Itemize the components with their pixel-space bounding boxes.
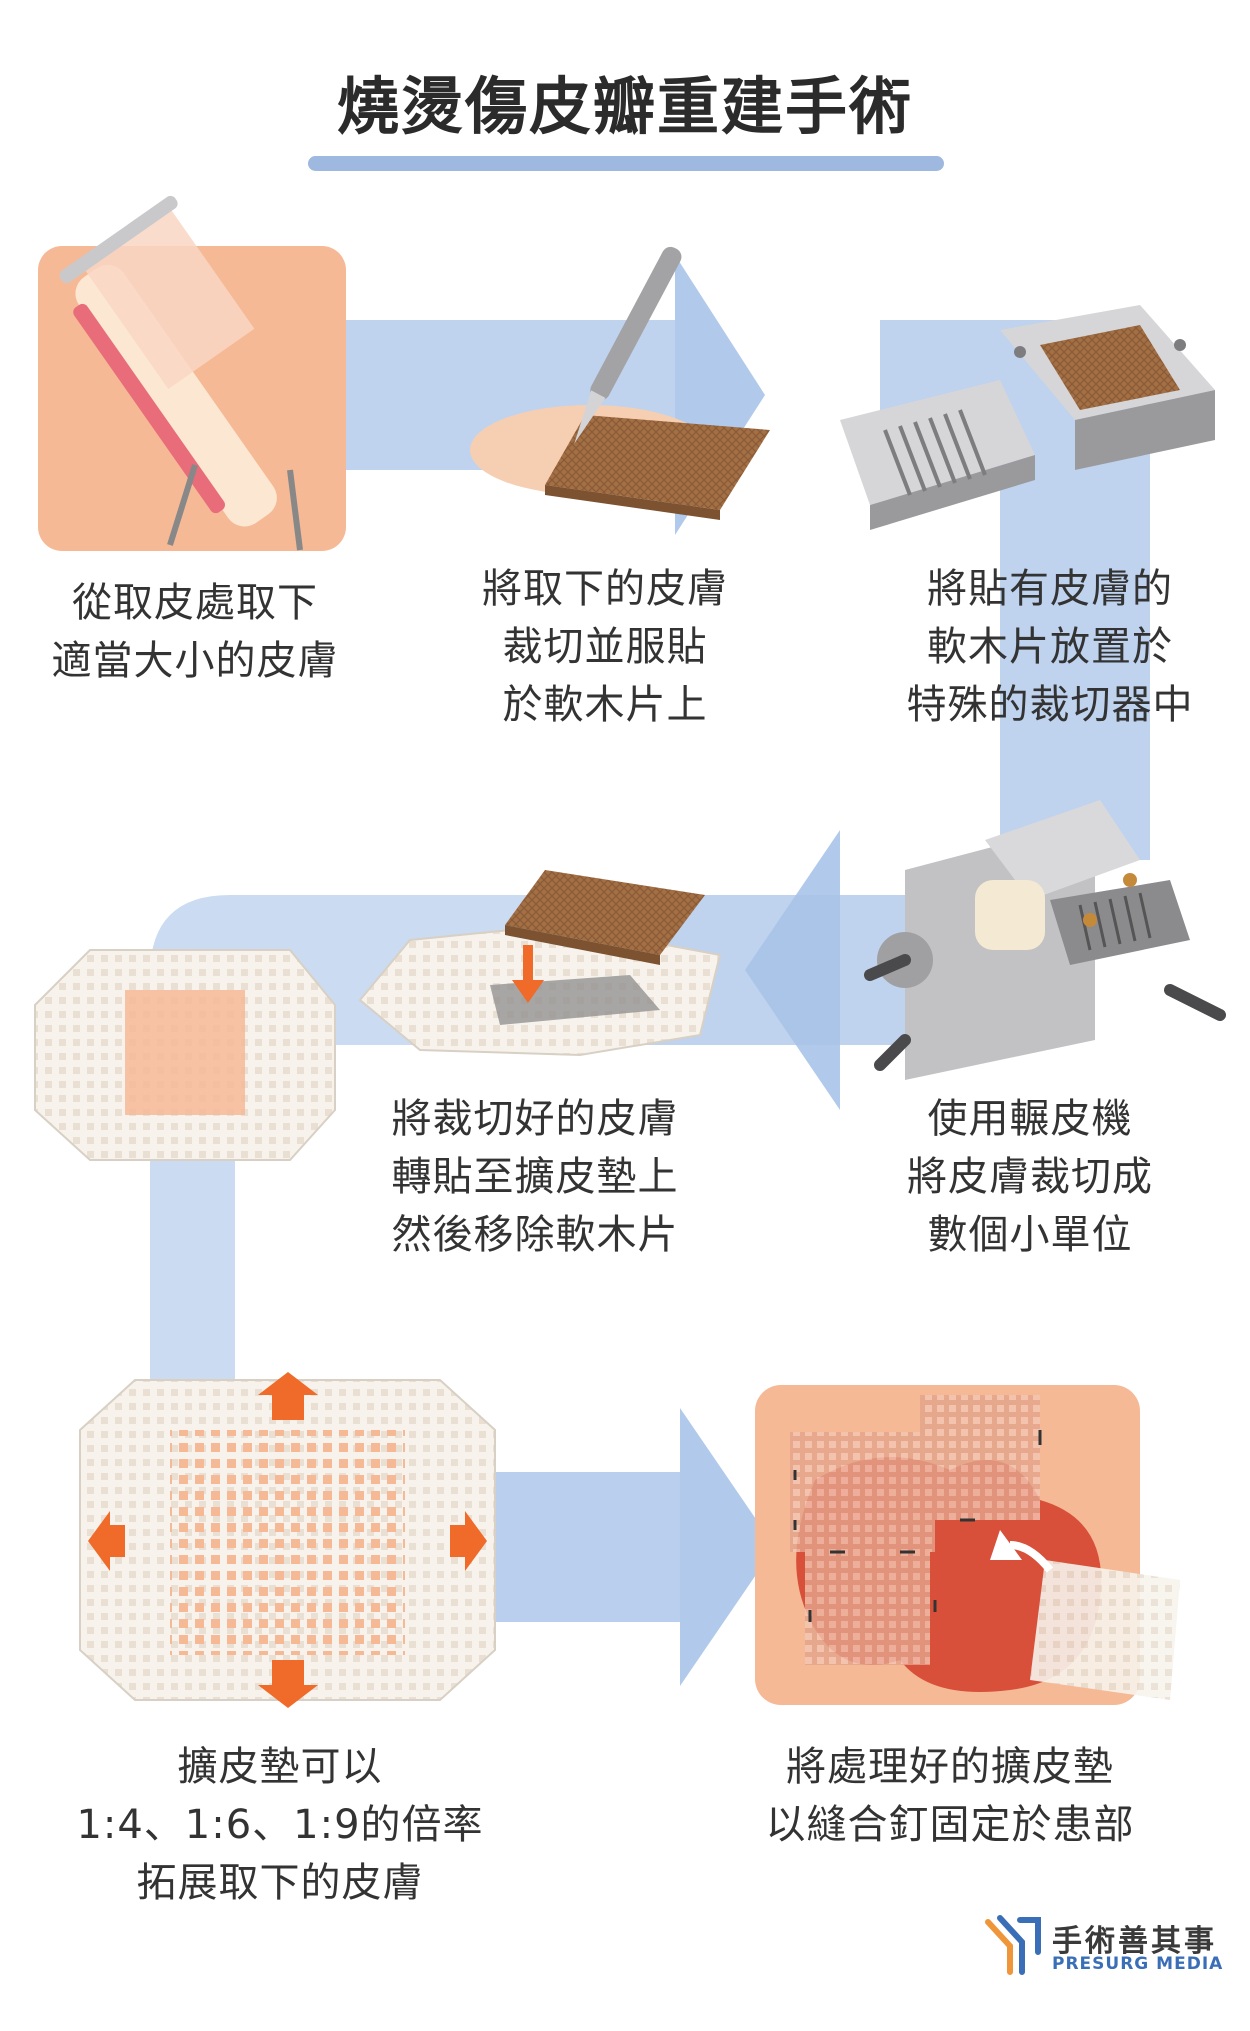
step7-line1: 將處理好的擴皮墊 bbox=[786, 1744, 1114, 1790]
step7-caption: 將處理好的擴皮墊 以縫合釘固定於患部 bbox=[730, 1738, 1170, 1854]
step6-line3: 拓展取下的皮膚 bbox=[136, 1860, 424, 1906]
expand-right-arrow bbox=[450, 1511, 487, 1571]
step5-illustration bbox=[358, 870, 722, 1057]
step2-line1: 將取下的皮膚 bbox=[482, 566, 728, 612]
step4-caption: 使用輾皮機 將皮膚裁切成 數個小單位 bbox=[870, 1090, 1190, 1264]
flow-arrow-2-head bbox=[745, 830, 840, 1110]
expand-left-arrow bbox=[88, 1511, 125, 1571]
step5-line2: 轉貼至擴皮墊上 bbox=[391, 1154, 679, 1200]
step4-line2: 將皮膚裁切成 bbox=[907, 1154, 1153, 1200]
step4-line1: 使用輾皮機 bbox=[927, 1096, 1133, 1142]
step2-line3: 於軟木片上 bbox=[502, 682, 708, 728]
page-title: 燒燙傷皮瓣重建手術 bbox=[336, 70, 913, 143]
step3-line1: 將貼有皮膚的 bbox=[927, 566, 1173, 612]
step3-caption: 將貼有皮膚的 軟木片放置於 特殊的裁切器中 bbox=[870, 560, 1230, 734]
expand-up-arrow bbox=[258, 1372, 318, 1420]
brand-logo: 手術善其事 PRESURG MEDIA bbox=[980, 1908, 1230, 1988]
flow-arrow-3-head bbox=[680, 1408, 775, 1686]
step4-line3: 數個小單位 bbox=[927, 1212, 1133, 1258]
step7-illustration bbox=[755, 1385, 1180, 1705]
step3-line2: 軟木片放置於 bbox=[927, 624, 1173, 670]
step4-illustration bbox=[864, 800, 1226, 1080]
title-underline bbox=[308, 156, 944, 171]
step1-line2: 適當大小的皮膚 bbox=[51, 638, 339, 684]
step3-illustration bbox=[840, 305, 1215, 530]
step6-illustration bbox=[79, 1372, 496, 1708]
flow-arrow-3-body bbox=[480, 1472, 680, 1622]
step2-caption: 將取下的皮膚 裁切並服貼 於軟木片上 bbox=[430, 560, 780, 734]
step1-illustration bbox=[38, 195, 346, 551]
step5-caption: 將裁切好的皮膚 轉貼至擴皮墊上 然後移除軟木片 bbox=[350, 1090, 720, 1264]
brand-name-zh: 手術善其事 bbox=[1052, 1924, 1217, 1959]
step3-line3: 特殊的裁切器中 bbox=[906, 682, 1194, 728]
step5-line3: 然後移除軟木片 bbox=[391, 1212, 679, 1258]
step1-line1: 從取皮處取下 bbox=[72, 580, 318, 626]
brand-name-en: PRESURG MEDIA bbox=[1052, 1954, 1224, 1974]
step6-caption: 擴皮墊可以 1:4、1:6、1:9的倍率 拓展取下的皮膚 bbox=[60, 1738, 500, 1912]
step7-line2: 以縫合釘固定於患部 bbox=[765, 1802, 1135, 1848]
step2-line2: 裁切並服貼 bbox=[502, 624, 708, 670]
expand-down-arrow bbox=[258, 1660, 318, 1708]
brand-mark-icon bbox=[985, 1915, 1041, 1975]
step6-line2: 1:4、1:6、1:9的倍率 bbox=[76, 1802, 484, 1848]
step6-line1: 擴皮墊可以 bbox=[177, 1744, 383, 1790]
step5b-illustration bbox=[34, 949, 336, 1161]
step1-caption: 從取皮處取下 適當大小的皮膚 bbox=[20, 574, 370, 690]
step2-illustration bbox=[470, 246, 770, 520]
step5-line1: 將裁切好的皮膚 bbox=[391, 1096, 679, 1142]
